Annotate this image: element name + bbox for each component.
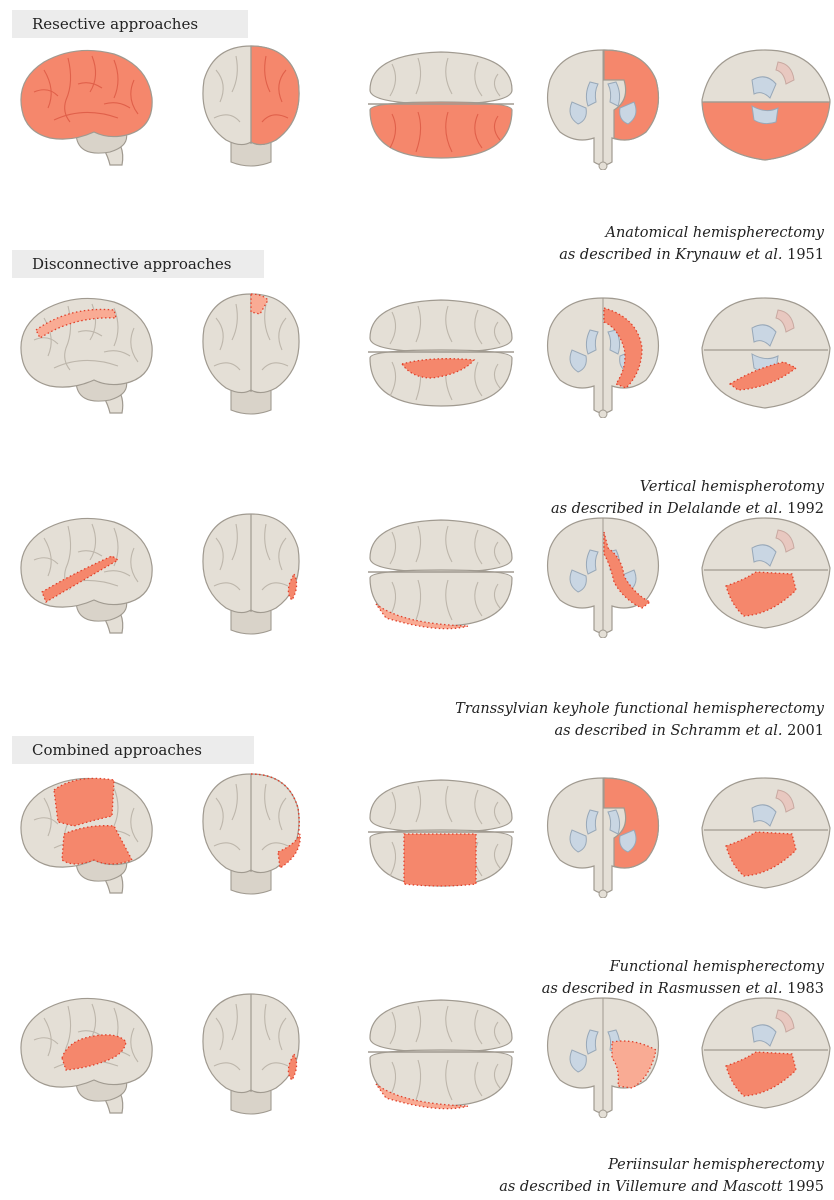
illustration-row-periinsular [0,988,834,1118]
illustration-row-transsylvian [0,508,834,638]
citation-prefix: as described in Rasmussen [542,981,746,997]
brain-superior-view [362,768,520,898]
citation-year: 1951 [782,247,824,263]
citation-prefix: as described in Villemure and Mascott [499,1179,787,1195]
citation-prefix: as described in Krynauw [559,247,745,263]
procedure-name: Anatomical hemispherectomy [559,222,824,244]
caption-functional: Functional hemispherectomy as described … [542,956,824,1000]
brain-frontal-view [196,508,306,638]
brain-coronal-section [538,508,668,638]
citation-prefix: as described in Delalande [551,501,746,517]
brain-superior-view [362,288,520,418]
brain-superior-view [362,40,520,170]
brain-coronal-section [538,40,668,170]
caption-vertical: Vertical hemispherotomy as described in … [551,476,824,520]
brain-lateral-view [14,988,154,1118]
brain-superior-view [362,988,520,1118]
brain-frontal-view [196,40,306,170]
caption-periinsular: Periinsular hemispherectomy as described… [499,1154,824,1198]
brain-coronal-section [538,768,668,898]
brain-axial-section [696,288,834,418]
brain-axial-section [696,40,834,170]
brain-frontal-view [196,768,306,898]
brain-lateral-view [14,288,154,418]
citation-etal: et al. [746,723,783,739]
citation-year: 1995 [787,1179,824,1195]
brain-axial-section [696,508,834,638]
brain-lateral-view [14,508,154,638]
section-label-disconnective: Disconnective approaches [12,250,264,278]
illustration-row-functional [0,768,834,898]
brain-frontal-view [196,988,306,1118]
citation-etal: et al. [746,247,783,263]
brain-frontal-view [196,288,306,418]
illustration-row-anatomical [0,40,834,170]
brain-lateral-view [14,768,154,898]
citation-year: 2001 [782,723,824,739]
citation-etal: et al. [746,501,783,517]
procedure-name: Transsylvian keyhole functional hemisphe… [455,698,824,720]
caption-anatomical: Anatomical hemispherectomy as described … [559,222,824,266]
brain-coronal-section [538,988,668,1118]
citation-year: 1992 [782,501,824,517]
section-label-combined: Combined approaches [12,736,254,764]
illustration-row-vertical [0,288,834,418]
brain-coronal-section [538,288,668,418]
citation-etal: et al. [746,981,783,997]
procedure-name: Vertical hemispherotomy [551,476,824,498]
brain-axial-section [696,988,834,1118]
citation-year: 1983 [782,981,824,997]
procedure-name: Periinsular hemispherectomy [499,1154,824,1176]
brain-superior-view [362,508,520,638]
citation-prefix: as described in Schramm [554,723,745,739]
procedure-name: Functional hemispherectomy [542,956,824,978]
section-label-resective: Resective approaches [12,10,248,38]
brain-lateral-view [14,40,154,170]
caption-transsylvian: Transsylvian keyhole functional hemisphe… [455,698,824,742]
brain-axial-section [696,768,834,898]
